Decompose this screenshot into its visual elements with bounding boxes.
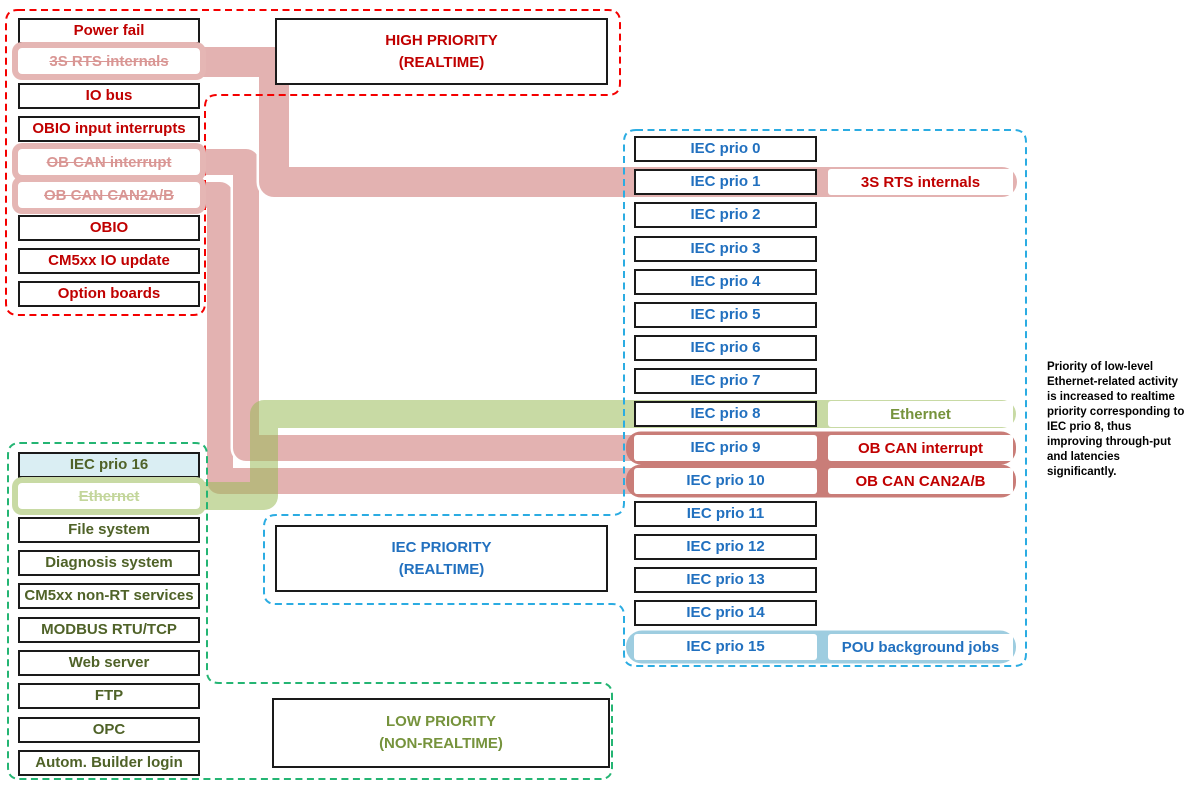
iec-prio-4-box: IEC prio 4 bbox=[634, 269, 817, 295]
iec-prio-6-box: IEC prio 6 bbox=[634, 335, 817, 361]
box-obio: OBIO bbox=[18, 215, 200, 241]
low-priority-title-line2: (NON-REALTIME) bbox=[379, 735, 503, 752]
label-obcan-can2ab: OB CAN CAN2A/B bbox=[828, 468, 1013, 494]
iec-prio-14-box: IEC prio 14 bbox=[634, 600, 817, 626]
box-ethernet-struck: Ethernet bbox=[12, 477, 206, 515]
low-priority-title-line1: LOW PRIORITY bbox=[386, 713, 496, 730]
box-diagnosis-system: Diagnosis system bbox=[18, 550, 200, 576]
box-obio-input-interrupts: OBIO input interrupts bbox=[18, 116, 200, 142]
iec-prio-7-box: IEC prio 7 bbox=[634, 368, 817, 394]
box-iec-prio-16: IEC prio 16 bbox=[18, 452, 200, 478]
box-opc: OPC bbox=[18, 717, 200, 743]
box-modbus-rtu-tcp: MODBUS RTU/TCP bbox=[18, 617, 200, 643]
label-ethernet: Ethernet bbox=[828, 401, 1013, 427]
ethernet-priority-note: Priority of low-level Ethernet-related a… bbox=[1047, 361, 1185, 478]
iec-prio-12-box: IEC prio 12 bbox=[634, 534, 817, 560]
high-priority-title-box: HIGH PRIORITY (REALTIME) bbox=[275, 18, 608, 85]
iec-prio-5-box: IEC prio 5 bbox=[634, 302, 817, 328]
band-obcan-can2ab bbox=[191, 182, 1015, 494]
iec-prio-8-box: IEC prio 8 bbox=[634, 401, 817, 427]
iec-prio-3-box: IEC prio 3 bbox=[634, 236, 817, 262]
band-obcan-can2ab-casing bbox=[204, 179, 1002, 497]
box-ftp: FTP bbox=[18, 683, 200, 709]
box-option-boards: Option boards bbox=[18, 281, 200, 307]
low-priority-dashed-region bbox=[7, 442, 613, 780]
box-autom-builder-login: Autom. Builder login bbox=[18, 750, 200, 776]
label-pou-background-jobs: POU background jobs bbox=[828, 634, 1013, 660]
low-priority-title-box: LOW PRIORITY (NON-REALTIME) bbox=[272, 698, 610, 768]
iec-prio-9-box: IEC prio 9 bbox=[634, 435, 817, 461]
high-priority-title-line1: HIGH PRIORITY bbox=[385, 31, 498, 49]
box-file-system: File system bbox=[18, 517, 200, 543]
iec-prio-15-box: IEC prio 15 bbox=[634, 634, 817, 660]
box-3s-rts-internals-struck: 3S RTS internals bbox=[12, 42, 206, 80]
box-web-server: Web server bbox=[18, 650, 200, 676]
iec-priority-title-box: IEC PRIORITY (REALTIME) bbox=[275, 525, 608, 592]
iec-priority-dashed-region bbox=[263, 129, 1027, 667]
band-ethernet bbox=[190, 400, 1016, 510]
label-3s-rts-internals: 3S RTS internals bbox=[828, 169, 1013, 195]
high-priority-dashed-region bbox=[5, 9, 621, 316]
iec-prio-10-box: IEC prio 10 bbox=[634, 468, 817, 494]
iec-priority-title-line1: IEC PRIORITY bbox=[391, 538, 492, 556]
iec-prio-13-box: IEC prio 13 bbox=[634, 567, 817, 593]
label-obcan-interrupt: OB CAN interrupt bbox=[828, 435, 1013, 461]
high-priority-title-line2: (REALTIME) bbox=[398, 53, 485, 71]
iec-prio-11-box: IEC prio 11 bbox=[634, 501, 817, 527]
box-obcan-can2ab-struck: OB CAN CAN2A/B bbox=[12, 176, 206, 214]
box-io-bus: IO bus bbox=[18, 83, 200, 109]
box-power-fail: Power fail bbox=[18, 18, 200, 44]
box-cm5xx-non-rt-services: CM5xx non-RT services bbox=[18, 583, 200, 609]
iec-priority-title-line2: (REALTIME) bbox=[398, 560, 485, 578]
iec-prio-2-box: IEC prio 2 bbox=[634, 202, 817, 228]
iec-prio-0-box: IEC prio 0 bbox=[634, 136, 817, 162]
iec-prio-1-box: IEC prio 1 bbox=[634, 169, 817, 195]
box-cm5xx-io-update: CM5xx IO update bbox=[18, 248, 200, 274]
